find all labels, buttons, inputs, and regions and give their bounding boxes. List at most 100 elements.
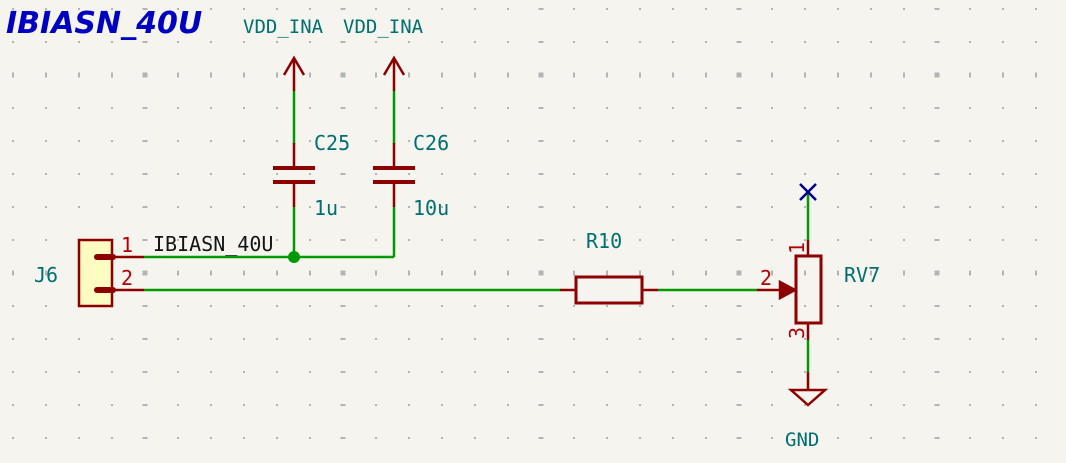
grid-dot [736,72,742,78]
grid-dot [573,338,575,340]
grid-dot [573,107,575,109]
grid-dot [804,239,806,241]
grid-dot [276,338,278,340]
grid-dot [243,404,245,406]
grid-dot [45,404,47,406]
grid-dot [672,41,674,43]
connector-j6[interactable] [77,238,144,308]
potentiometer-rv7[interactable] [757,240,823,340]
grid-dot [804,8,806,10]
grid-dot [408,270,410,276]
grid-dot [538,72,544,78]
power-symbol-gnd[interactable] [787,372,829,407]
grid-dot [12,270,14,276]
grid-dot [573,140,575,142]
grid-dot [441,8,443,10]
capacitor-c25[interactable] [273,143,315,207]
grid-dot [507,206,509,208]
grid-dot [837,41,839,43]
grid-dot [903,173,905,175]
grid-dot [1035,8,1037,10]
grid-dot [903,371,905,373]
grid-dot [1002,338,1004,340]
grid-dot [771,371,773,373]
grid-dot [736,371,742,373]
grid-dot [507,41,509,43]
grid-dot [736,41,742,43]
grid-dot [771,239,773,241]
grid-dot [1035,41,1037,43]
grid-dot [340,173,346,175]
grid-dot [111,404,113,406]
grid-dot [573,72,575,78]
grid-dot [441,140,443,142]
grid-dot [672,8,674,10]
grid-dot [969,239,971,241]
grid-dot [672,140,674,142]
grid-dot [276,140,278,142]
grid-dot [243,270,245,276]
grid-dot [538,140,544,142]
grid-dot [142,239,148,241]
net-label[interactable]: IBIASN_40U [153,232,273,256]
grid-dot [474,305,476,307]
grid-dot [804,41,806,43]
grid-dot [639,305,641,307]
grid-dot [276,41,278,43]
grid-dot [538,239,544,241]
grid-dot [142,305,148,307]
rv7-pin2-number: 2 [760,266,772,290]
grid-dot [210,371,212,373]
grid-dot [507,107,509,109]
power-symbol-vdd-2[interactable] [382,55,406,91]
grid-dot [210,173,212,175]
grid-dot [210,140,212,142]
grid-dot [340,41,346,43]
grid-dot [441,239,443,241]
grid-dot [1035,371,1037,373]
grid-dot [142,140,148,142]
grid-dot [771,173,773,175]
grid-dot [771,338,773,340]
grid-dot [573,206,575,208]
grid-dot [276,305,278,307]
grid-dot [606,305,608,307]
power-symbol-vdd-1[interactable] [282,55,306,91]
no-connect-icon[interactable] [799,183,817,201]
grid-dot [210,404,212,406]
grid-dot [538,305,544,307]
grid-dot [276,173,278,175]
grid-dot [340,437,346,439]
grid-dot [210,41,212,43]
grid-dot [507,140,509,142]
grid-dot [934,107,940,109]
grid [12,8,1037,439]
grid-dot [243,72,245,78]
grid-dot [276,371,278,373]
grid-dot [474,404,476,406]
grid-dot [276,72,278,78]
grid-dot [903,41,905,43]
grid-dot [606,404,608,406]
grid-dot [705,270,707,276]
grid-dot [538,173,544,175]
grid-dot [507,404,509,406]
grid-dot [837,270,839,276]
grid-dot [903,140,905,142]
grid-dot [639,371,641,373]
grid-dot [177,404,179,406]
grid-dot [507,305,509,307]
grid-dot [969,8,971,10]
hier-label[interactable]: IBIASN_40U [6,6,202,41]
grid-dot [474,206,476,208]
grid-dot [276,404,278,406]
grid-dot [111,72,113,78]
grid-dot [903,305,905,307]
grid-dot [177,305,179,307]
grid-dot [771,41,773,43]
rv7-ref: RV7 [844,263,880,287]
capacitor-c26[interactable] [373,143,415,207]
resistor-r10[interactable] [560,275,658,305]
grid-dot [672,305,674,307]
